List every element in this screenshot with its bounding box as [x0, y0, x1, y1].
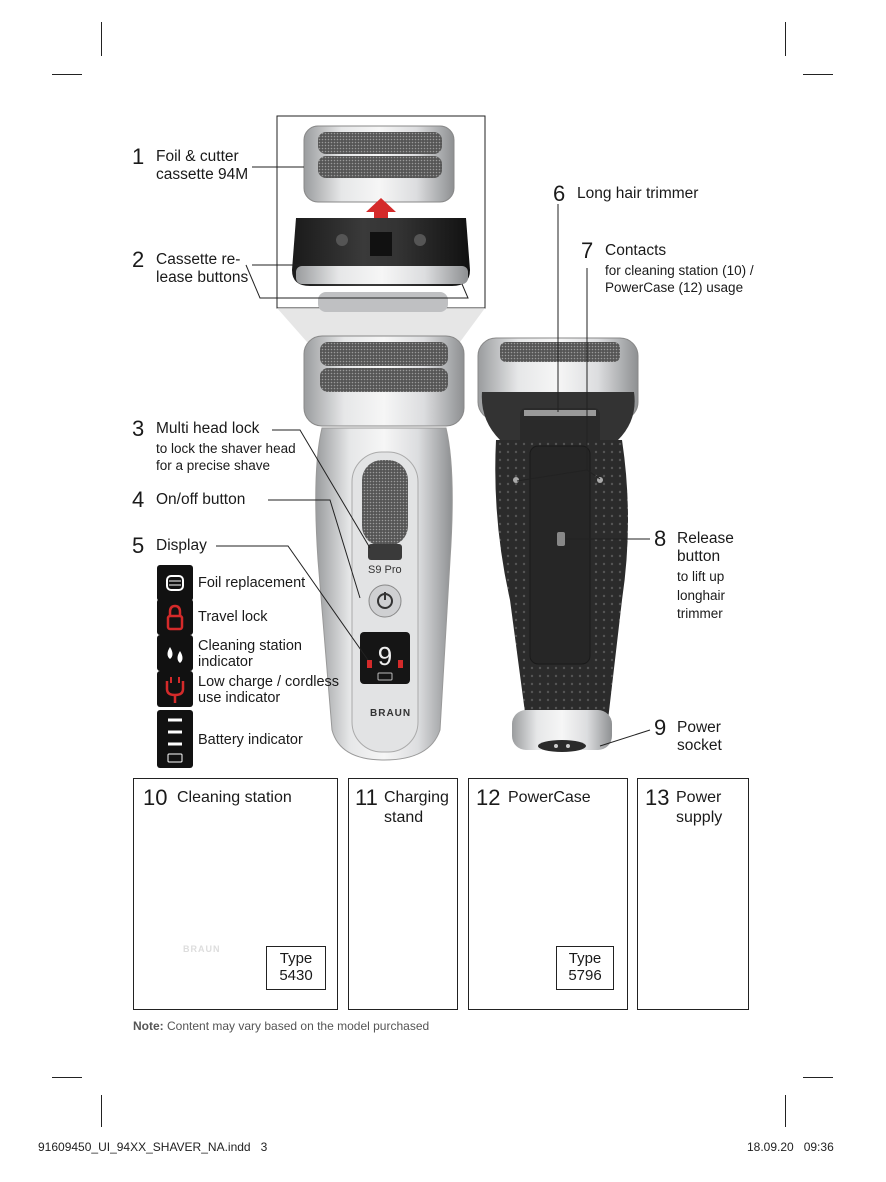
part-number-2: 2 — [132, 249, 144, 271]
part-sub-contacts-2: PowerCase (12) usage — [605, 279, 743, 296]
part-number-3: 3 — [132, 418, 144, 440]
display-label-foil: Foil replacement — [198, 574, 305, 592]
footer-date: 18.09.20 09:36 — [747, 1140, 834, 1154]
accessory-number-10: 10 — [143, 787, 167, 809]
accessory-title-supply: supply — [676, 809, 722, 827]
drops-icon — [157, 635, 193, 671]
foil-replacement-icon — [157, 565, 193, 601]
note-label: Note: — [133, 1019, 164, 1033]
part-label-contacts: Contacts — [605, 242, 666, 260]
part-sub-contacts: for cleaning station (10) / — [605, 262, 754, 279]
part-label-release-buttons: Cassette re- — [156, 251, 240, 269]
accessory-title-cleaning-station: Cleaning station — [177, 789, 292, 807]
part-sub-release-button-3: trimmer — [677, 605, 723, 622]
part-label-multi-head-lock: Multi head lock — [156, 420, 259, 438]
cleaning-station-brand: BRAUN — [183, 944, 221, 954]
footer-filename: 91609450_UI_94XX_SHAVER_NA.indd 3 — [38, 1140, 267, 1154]
accessory-number-12: 12 — [476, 787, 500, 809]
type-label: Type — [267, 950, 325, 967]
shaver-brand-logo: BRAUN — [370, 708, 411, 719]
shaver-model-label: S9 Pro — [368, 564, 402, 576]
display-label-low-charge-2: use indicator — [198, 689, 280, 707]
type-value: 5430 — [267, 967, 325, 984]
part-sub-release-button-2: longhair — [677, 587, 725, 604]
type-box-5430: Type 5430 — [266, 946, 326, 990]
part-number-5: 5 — [132, 535, 144, 557]
part-number-6: 6 — [553, 183, 565, 205]
lock-icon — [157, 599, 193, 635]
accessory-number-13: 13 — [645, 787, 669, 809]
part-number-9: 9 — [654, 717, 666, 739]
part-label-power-socket: Power — [677, 719, 721, 737]
accessory-number-11: 11 — [355, 787, 378, 809]
type-box-5796: Type 5796 — [556, 946, 614, 990]
part-label-release-button-2: button — [677, 548, 720, 566]
part-sub-release-button: to lift up — [677, 568, 724, 585]
plug-icon — [157, 671, 193, 707]
note-text: Note: Content may vary based on the mode… — [133, 1019, 429, 1033]
part-label-foil-cassette: Foil & cutter — [156, 148, 239, 166]
display-label-cleaning-2: indicator — [198, 653, 253, 671]
accessory-title-stand: stand — [384, 809, 423, 827]
part-label-display: Display — [156, 537, 207, 555]
display-digit: 9 — [378, 641, 392, 671]
part-number-4: 4 — [132, 489, 144, 511]
battery-icon — [157, 710, 193, 768]
part-number-7: 7 — [581, 240, 593, 262]
part-number-1: 1 — [132, 146, 144, 168]
part-label-release-buttons-2: lease buttons — [156, 269, 248, 287]
part-sub-multi-head-lock: to lock the shaver head — [156, 440, 296, 457]
type-value: 5796 — [557, 967, 613, 984]
part-number-8: 8 — [654, 528, 666, 550]
accessory-title-charging: Charging — [384, 789, 449, 807]
part-label-foil-cassette-2: cassette 94M — [156, 166, 248, 184]
accessory-title-power: Power — [676, 789, 721, 807]
display-label-travel-lock: Travel lock — [198, 608, 268, 626]
type-label: Type — [557, 950, 613, 967]
part-label-on-off: On/off button — [156, 491, 245, 509]
part-sub-multi-head-lock-2: for a precise shave — [156, 457, 270, 474]
part-label-release-button: Release — [677, 530, 734, 548]
part-label-long-hair-trimmer: Long hair trimmer — [577, 185, 698, 203]
note-body: Content may vary based on the model purc… — [164, 1019, 430, 1033]
display-label-battery: Battery indicator — [198, 731, 303, 749]
accessory-title-powercase: PowerCase — [508, 789, 591, 807]
part-label-power-socket-2: socket — [677, 737, 722, 755]
